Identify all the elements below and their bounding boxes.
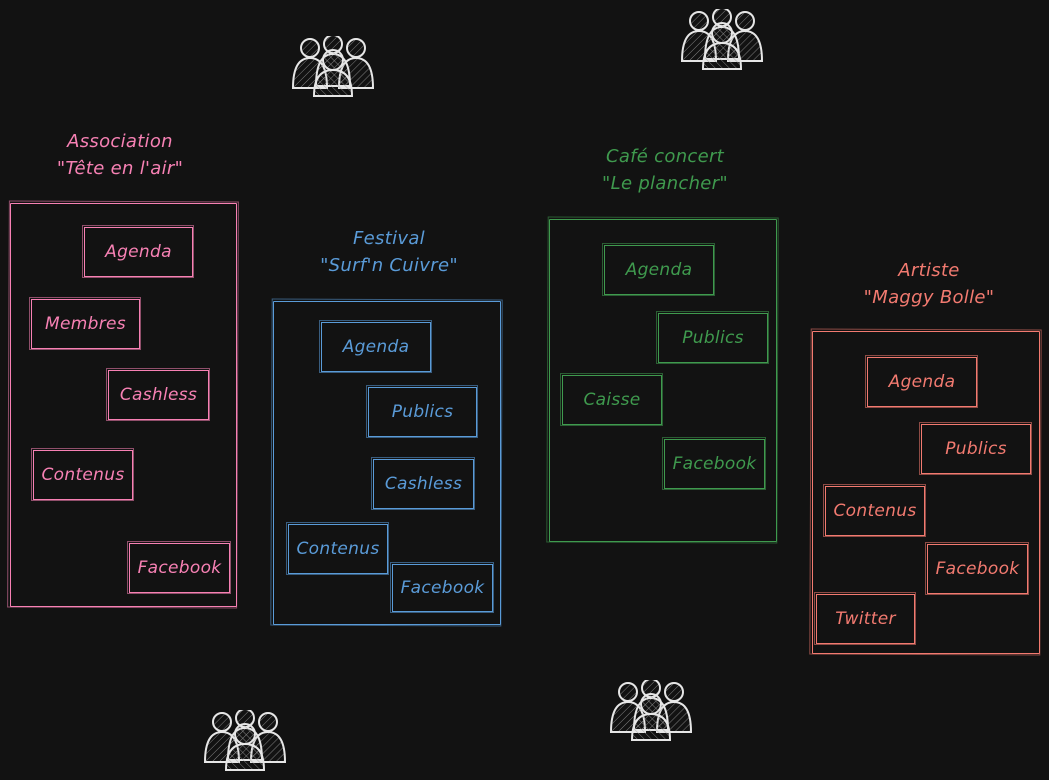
association-title-line2: "Tête en l'air" — [56, 158, 184, 179]
festival-title-line1: Festival — [353, 228, 425, 249]
artiste-title-line1: Artiste — [898, 260, 960, 281]
cafe-title-line1: Café concert — [605, 146, 725, 167]
artiste-agenda-box[interactable]: Agenda — [865, 355, 978, 408]
artiste-frame — [812, 331, 1040, 654]
cafe-title: Café concert "Le plancher" — [585, 143, 745, 197]
people-group-icon — [204, 710, 286, 771]
artiste-contenus-box[interactable]: Contenus — [823, 484, 926, 537]
cafe-publics-box[interactable]: Publics — [656, 311, 769, 364]
artiste-twitter-box[interactable]: Twitter — [814, 592, 916, 645]
festival-agenda-box[interactable]: Agenda — [319, 320, 432, 373]
festival-title-line2: "Surf'n Cuivre" — [320, 255, 458, 276]
association-facebook-box[interactable]: Facebook — [127, 541, 231, 594]
cafe-agenda-box[interactable]: Agenda — [602, 243, 715, 296]
cafe-frame — [549, 219, 777, 542]
artiste-title-line2: "Maggy Bolle" — [863, 287, 995, 308]
festival-contenus-box[interactable]: Contenus — [286, 522, 389, 575]
cafe-facebook-box[interactable]: Facebook — [662, 437, 766, 490]
association-title: Association "Tête en l'air" — [40, 128, 200, 182]
cafe-title-line2: "Le plancher" — [602, 173, 728, 194]
festival-cashless-box[interactable]: Cashless — [371, 457, 475, 510]
association-frame — [10, 203, 237, 607]
association-membres-box[interactable]: Membres — [29, 297, 141, 350]
people-group-icon — [610, 680, 692, 741]
association-cashless-box[interactable]: Cashless — [106, 368, 210, 421]
people-group-icon — [292, 36, 374, 97]
festival-frame — [273, 301, 501, 625]
cafe-caisse-box[interactable]: Caisse — [560, 373, 663, 426]
association-agenda-box[interactable]: Agenda — [82, 225, 194, 278]
festival-facebook-box[interactable]: Facebook — [390, 562, 494, 613]
artiste-facebook-box[interactable]: Facebook — [925, 542, 1029, 595]
association-contenus-box[interactable]: Contenus — [31, 448, 134, 501]
festival-publics-box[interactable]: Publics — [366, 385, 478, 438]
association-title-line1: Association — [67, 131, 173, 152]
people-group-icon — [681, 9, 763, 70]
artiste-title: Artiste "Maggy Bolle" — [849, 257, 1009, 311]
festival-title: Festival "Surf'n Cuivre" — [309, 225, 469, 279]
artiste-publics-box[interactable]: Publics — [919, 422, 1032, 475]
